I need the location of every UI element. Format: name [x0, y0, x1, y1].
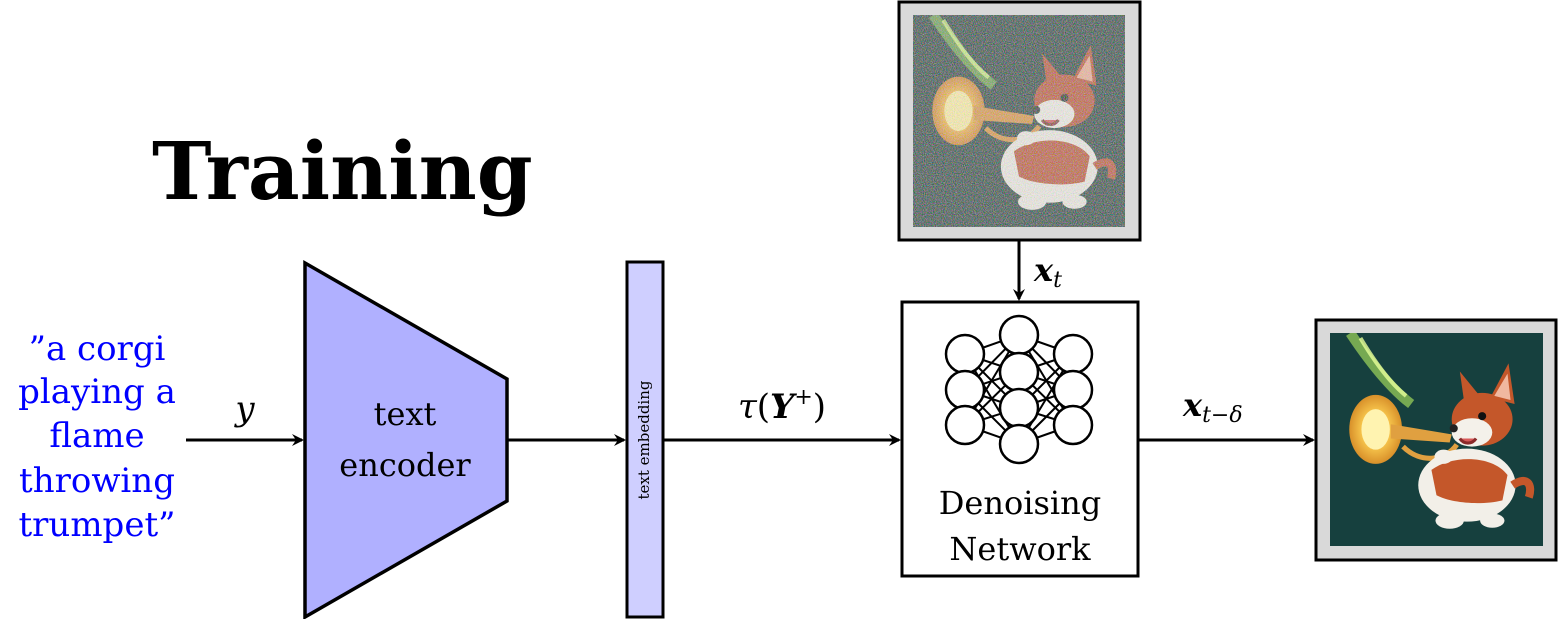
tau-label: τ(Y+): [738, 385, 826, 427]
denoise-label-line1: Denoising: [939, 484, 1101, 522]
prompt-line: playing a: [18, 372, 176, 412]
denoise-label-line2: Network: [949, 530, 1091, 568]
xt-delta-label: xt−δ: [1182, 386, 1243, 428]
nn-node: [944, 333, 986, 375]
nn-node: [998, 314, 1040, 356]
clean-image: [1314, 318, 1558, 562]
nn-node: [944, 404, 986, 446]
neural-network-icon: [944, 314, 1094, 465]
nn-node: [998, 423, 1040, 465]
prompt-text: ”a corgi playing a flame throwing trumpe…: [18, 329, 176, 545]
xt-label: xt: [1033, 251, 1062, 293]
text-encoder-block: [303, 259, 509, 619]
y-label: y: [233, 389, 255, 429]
nn-node: [944, 369, 986, 411]
prompt-line: flame: [49, 416, 144, 456]
nn-node: [1052, 369, 1094, 411]
encoder-label-line1: text: [374, 395, 437, 433]
nn-node: [998, 351, 1040, 393]
nn-node: [998, 387, 1040, 429]
text-embedding-label: text embedding: [635, 380, 653, 499]
encoder-label-line2: encoder: [339, 446, 471, 484]
noisy-image: [897, 0, 1142, 242]
prompt-line: ”a corgi: [29, 329, 166, 369]
nn-node: [1052, 333, 1094, 375]
diagram-title: Training: [152, 124, 533, 218]
prompt-line: trumpet”: [19, 505, 176, 545]
prompt-line: throwing: [19, 461, 175, 501]
nn-node: [1052, 404, 1094, 446]
